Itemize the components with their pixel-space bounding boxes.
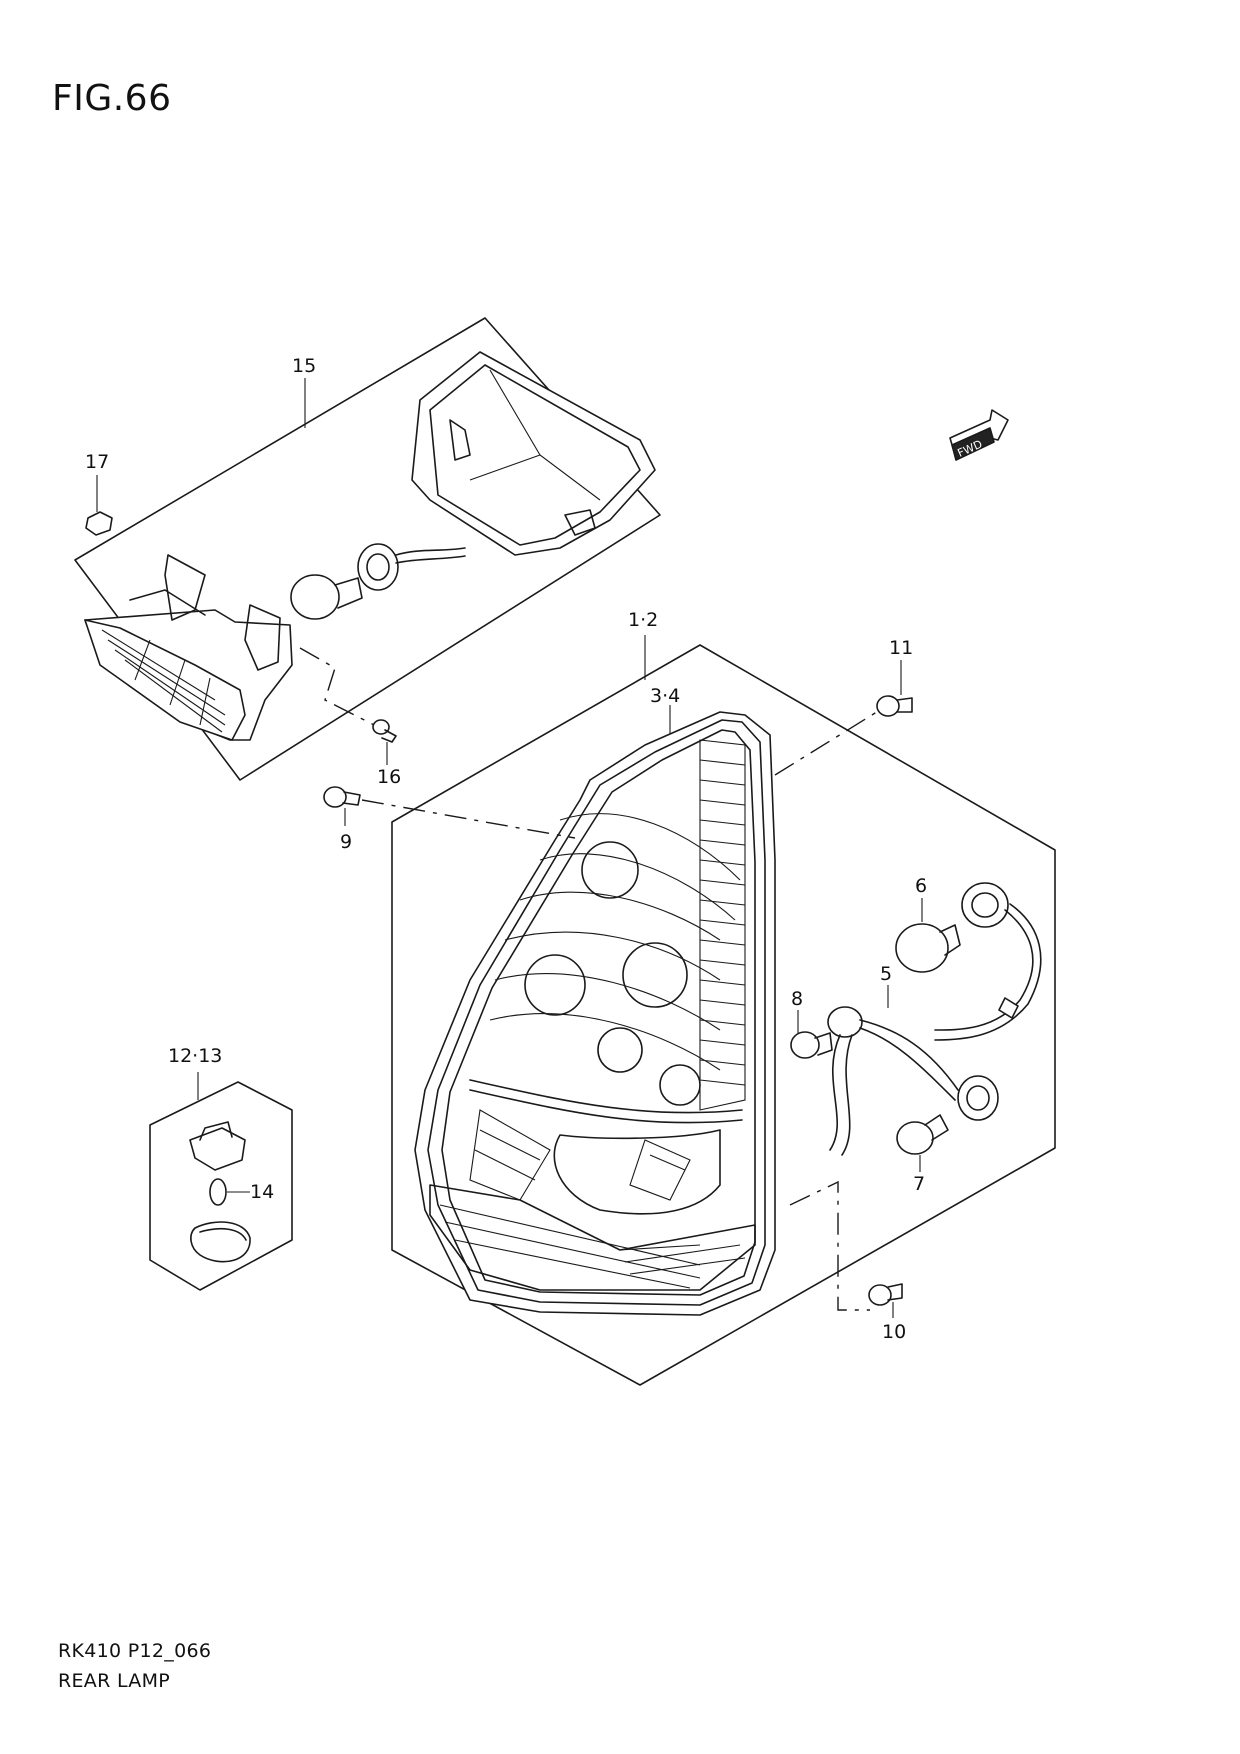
callout-1-2: 1·2 [628,609,658,631]
lamp-bulb [290,574,363,620]
rear-lamp-assembly [414,711,776,1316]
bulb-8: 8 [790,988,833,1059]
bolt-9: 9 [323,786,576,853]
clip-10: 10 [789,1180,906,1343]
fwd-direction-badge: FWD [949,409,1009,461]
callout-14: 14 [250,1181,274,1203]
lamp-housing [84,554,293,741]
callout-8: 8 [791,988,803,1010]
callout-17: 17 [85,451,109,473]
callout-11: 11 [889,637,913,659]
callout-5: 5 [880,963,892,985]
callout-6: 6 [915,875,927,897]
callout-9: 9 [340,831,352,853]
screw-16: 16 [372,719,401,788]
wiring-harness-5: 5 [827,882,1042,1156]
diagram-section-name: REAR LAMP [58,1670,171,1692]
callout-3-4: 3·4 [650,685,680,707]
clip-11: 11 [876,637,913,717]
callout-7: 7 [913,1173,925,1195]
high-mount-lamp-group: 15 [74,317,661,788]
bulb-6: 6 [895,875,961,973]
bulb-7: 7 [896,1114,949,1195]
callout-15: 15 [292,355,316,377]
lamp-socket [357,543,466,591]
diagram-reference-code: RK410 P12_066 [58,1640,212,1662]
lamp-cover [411,351,656,556]
figure-title: FIG.66 [52,78,172,119]
nut-17: 17 [85,451,113,536]
callout-12-13: 12·13 [168,1045,222,1067]
rear-lamp-group: 1·2 3·4 [323,609,1056,1386]
group-outline-12-13 [149,1081,293,1291]
callout-16: 16 [377,766,401,788]
license-lamp-group: 12·13 14 [149,1045,293,1291]
group-outline-1-2 [391,644,1056,1386]
callout-10: 10 [882,1321,906,1343]
